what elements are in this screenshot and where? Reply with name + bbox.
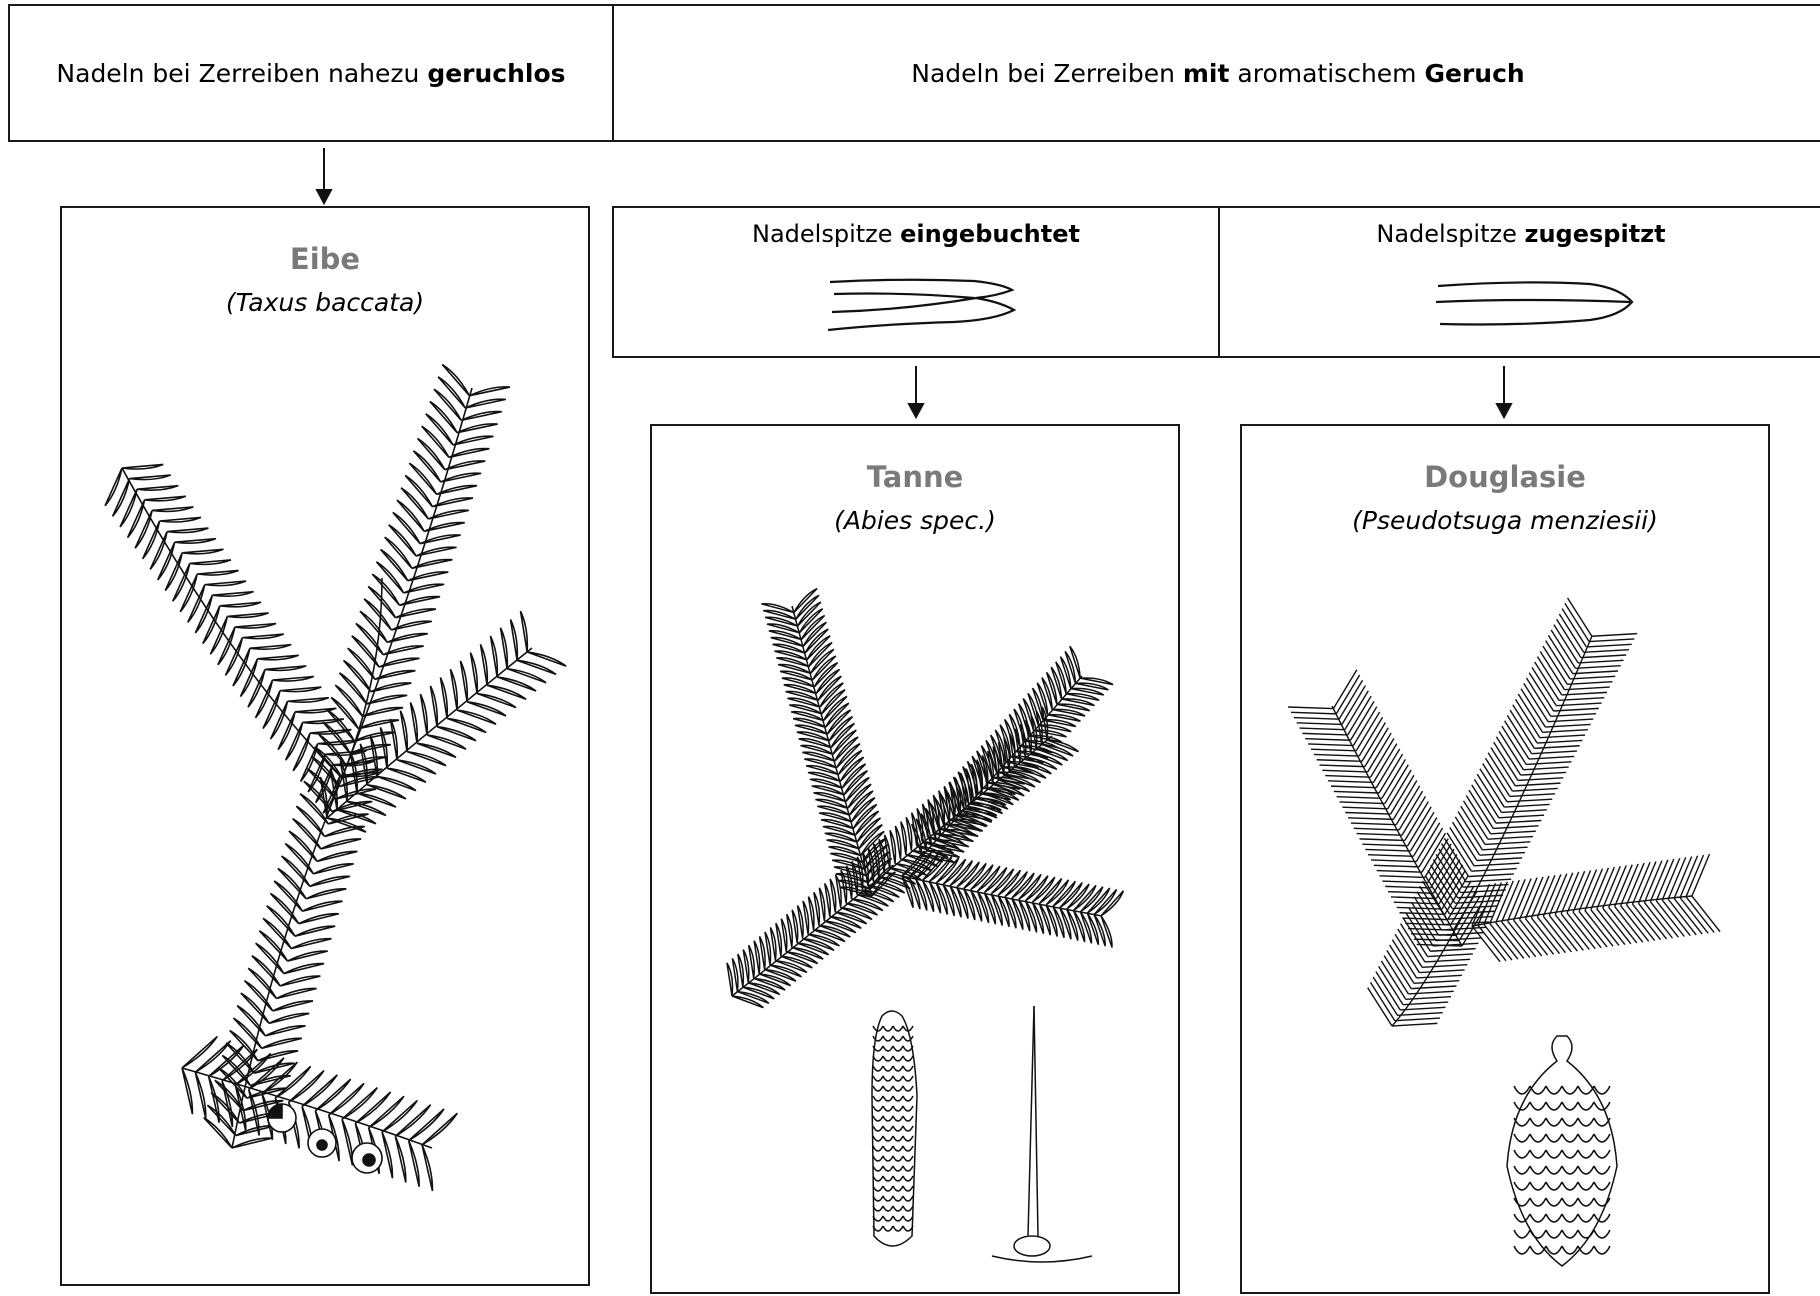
- tip-notched-box: Nadelspitze eingebuchtet: [612, 206, 1220, 358]
- tanne-name: Tanne: [652, 460, 1178, 494]
- notched-needle-icon: [824, 268, 1024, 338]
- tip-pointed-label: Nadelspitze zugespitzt: [1220, 220, 1820, 248]
- tip-notched-label: Nadelspitze eingebuchtet: [614, 220, 1218, 248]
- eibe-latin: (Taxus baccata): [62, 288, 588, 317]
- douglasie-panel: Douglasie (Pseudotsuga menziesii): [1240, 424, 1770, 1294]
- tanne-latin: (Abies spec.): [652, 506, 1178, 535]
- douglasie-latin: (Pseudotsuga menziesii): [1242, 506, 1768, 535]
- pointed-needle-icon: [1430, 268, 1630, 338]
- douglasie-name: Douglasie: [1242, 460, 1768, 494]
- tip-pointed-box: Nadelspitze zugespitzt: [1218, 206, 1820, 358]
- eibe-panel: Eibe (Taxus baccata): [60, 206, 590, 1286]
- tanne-branch-illustration: [722, 596, 1122, 1296]
- tanne-panel: Tanne (Abies spec.): [650, 424, 1180, 1294]
- eibe-branch-illustration: [112, 348, 552, 1168]
- douglasie-branch-illustration: [1322, 626, 1722, 1286]
- eibe-name: Eibe: [62, 242, 588, 276]
